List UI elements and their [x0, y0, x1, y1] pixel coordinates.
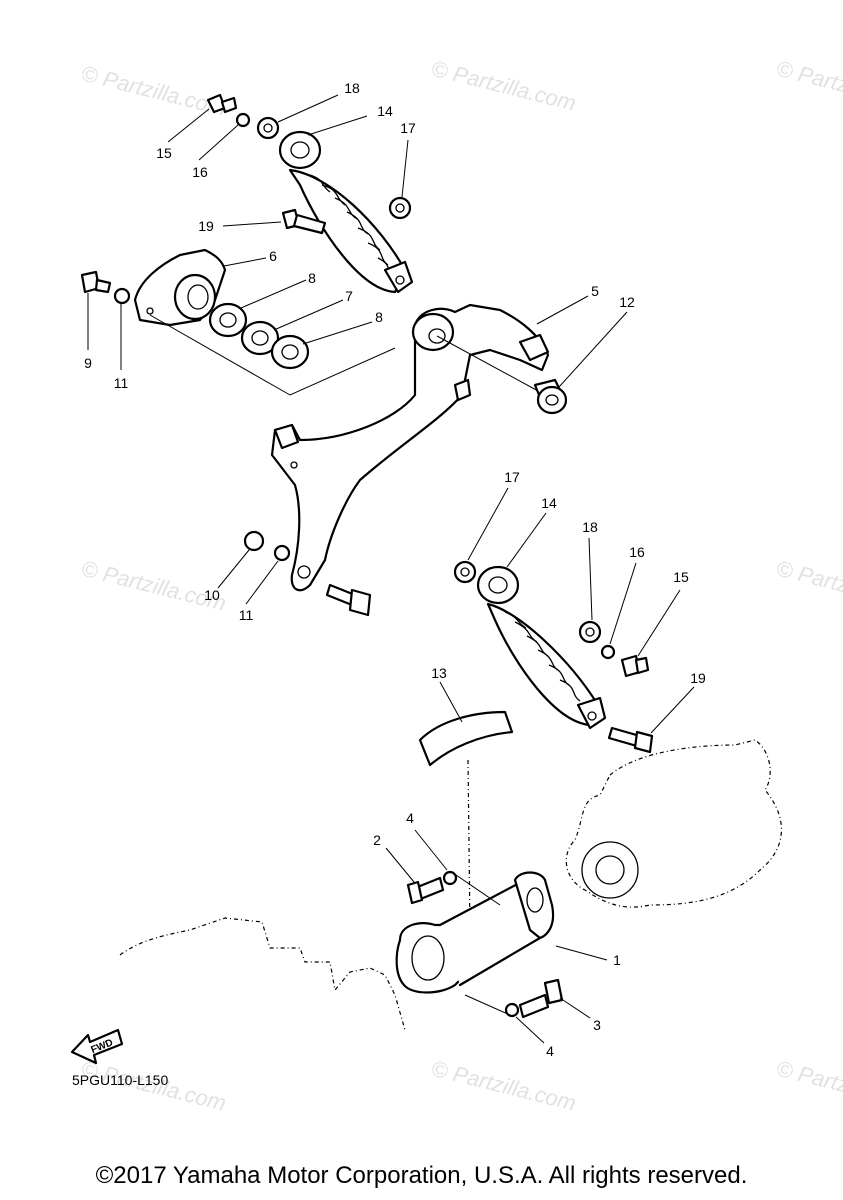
part-6-bracket	[133, 248, 227, 327]
arm-bolt	[325, 583, 372, 617]
watermark: © Partzilla.com	[774, 1056, 843, 1116]
callout-4: 4	[406, 810, 414, 826]
part-10-nut	[243, 530, 265, 552]
part-1-pivot-collar	[395, 871, 555, 994]
callout-15: 15	[673, 569, 689, 585]
watermark: © Partzilla.com	[79, 556, 229, 616]
frame-outline	[119, 917, 406, 1031]
part-12-collar	[533, 378, 568, 415]
callout-3: 3	[593, 1017, 601, 1033]
callout-8: 8	[375, 309, 383, 325]
watermark: © Partzilla.com	[774, 556, 843, 616]
callout-18: 18	[344, 80, 360, 96]
part-16-washer	[600, 644, 616, 660]
part-17-washer	[453, 560, 477, 584]
callout-11: 11	[239, 607, 254, 623]
callout-18: 18	[582, 519, 598, 535]
part-15-bolt	[620, 654, 650, 678]
callout-19: 19	[690, 670, 706, 686]
callout-16: 16	[192, 164, 208, 180]
part-18-washer-hole	[585, 627, 595, 637]
part-2-bolt	[406, 876, 445, 905]
callout-16: 16	[629, 544, 645, 560]
callout-19: 19	[198, 218, 214, 234]
part-5-rear-arm	[270, 303, 550, 592]
watermark: © Partzilla.com	[429, 56, 579, 116]
callout-14: 14	[377, 103, 393, 119]
callout-numbers: 1 2 3 4 4 5 6 7 8 8 9 10 11 11 12 13 14 …	[84, 80, 706, 1059]
part-9-bolt	[80, 270, 112, 294]
callout-9: 9	[84, 355, 92, 371]
engine-case-outline	[565, 739, 783, 908]
part-4-washer	[504, 1002, 520, 1018]
callout-4: 4	[546, 1043, 554, 1059]
callout-7: 7	[345, 288, 353, 304]
part-13-tape	[418, 710, 514, 767]
callout-13: 13	[431, 665, 447, 681]
bracket-leaders	[149, 314, 396, 396]
part-18-washer	[578, 620, 602, 644]
callout-5: 5	[591, 283, 599, 299]
callout-8: 8	[308, 270, 316, 286]
part-14-shock-absorber-lower	[476, 565, 607, 730]
collar-leaders	[455, 874, 511, 1016]
watermark: © Partzilla.com	[429, 1056, 579, 1116]
tape-leader	[467, 759, 471, 931]
part-15-bolt	[206, 93, 238, 114]
part-7-collar	[240, 320, 280, 356]
callout-14: 14	[541, 495, 557, 511]
part-code: 5PGU110-L150	[72, 1072, 169, 1088]
arm-leaders	[436, 335, 541, 393]
watermark: © Partzilla.com	[774, 56, 843, 116]
part-4-washer	[442, 870, 458, 886]
callout-2: 2	[373, 832, 381, 848]
callout-11: 11	[114, 375, 129, 391]
callout-17: 17	[400, 120, 416, 136]
part-16-washer	[235, 112, 251, 128]
part-8-bearing	[208, 302, 248, 338]
part-19-bolt	[281, 208, 327, 235]
part-11-washer	[113, 287, 131, 305]
part-8-bearing	[270, 334, 310, 370]
part-11-washer	[273, 544, 291, 562]
copyright-notice: ©2017 Yamaha Motor Corporation, U.S.A. A…	[95, 1162, 748, 1189]
callout-10: 10	[204, 587, 220, 603]
part-18-washer	[256, 116, 280, 140]
callout-17: 17	[504, 469, 520, 485]
part-17-washer-hole	[395, 203, 405, 213]
part-17-washer-hole	[460, 567, 470, 577]
part-17-washer	[388, 196, 412, 220]
callout-leaders	[87, 94, 695, 1044]
callout-12: 12	[619, 294, 635, 310]
callout-6: 6	[269, 248, 277, 264]
callout-15: 15	[156, 145, 172, 161]
engine-case-boss	[581, 841, 639, 899]
part-3-bolt	[518, 978, 564, 1019]
part-18-washer-hole	[263, 123, 273, 133]
part-19-bolt	[607, 726, 654, 754]
engine-case-boss-inner	[595, 855, 625, 885]
callout-1: 1	[613, 952, 621, 968]
